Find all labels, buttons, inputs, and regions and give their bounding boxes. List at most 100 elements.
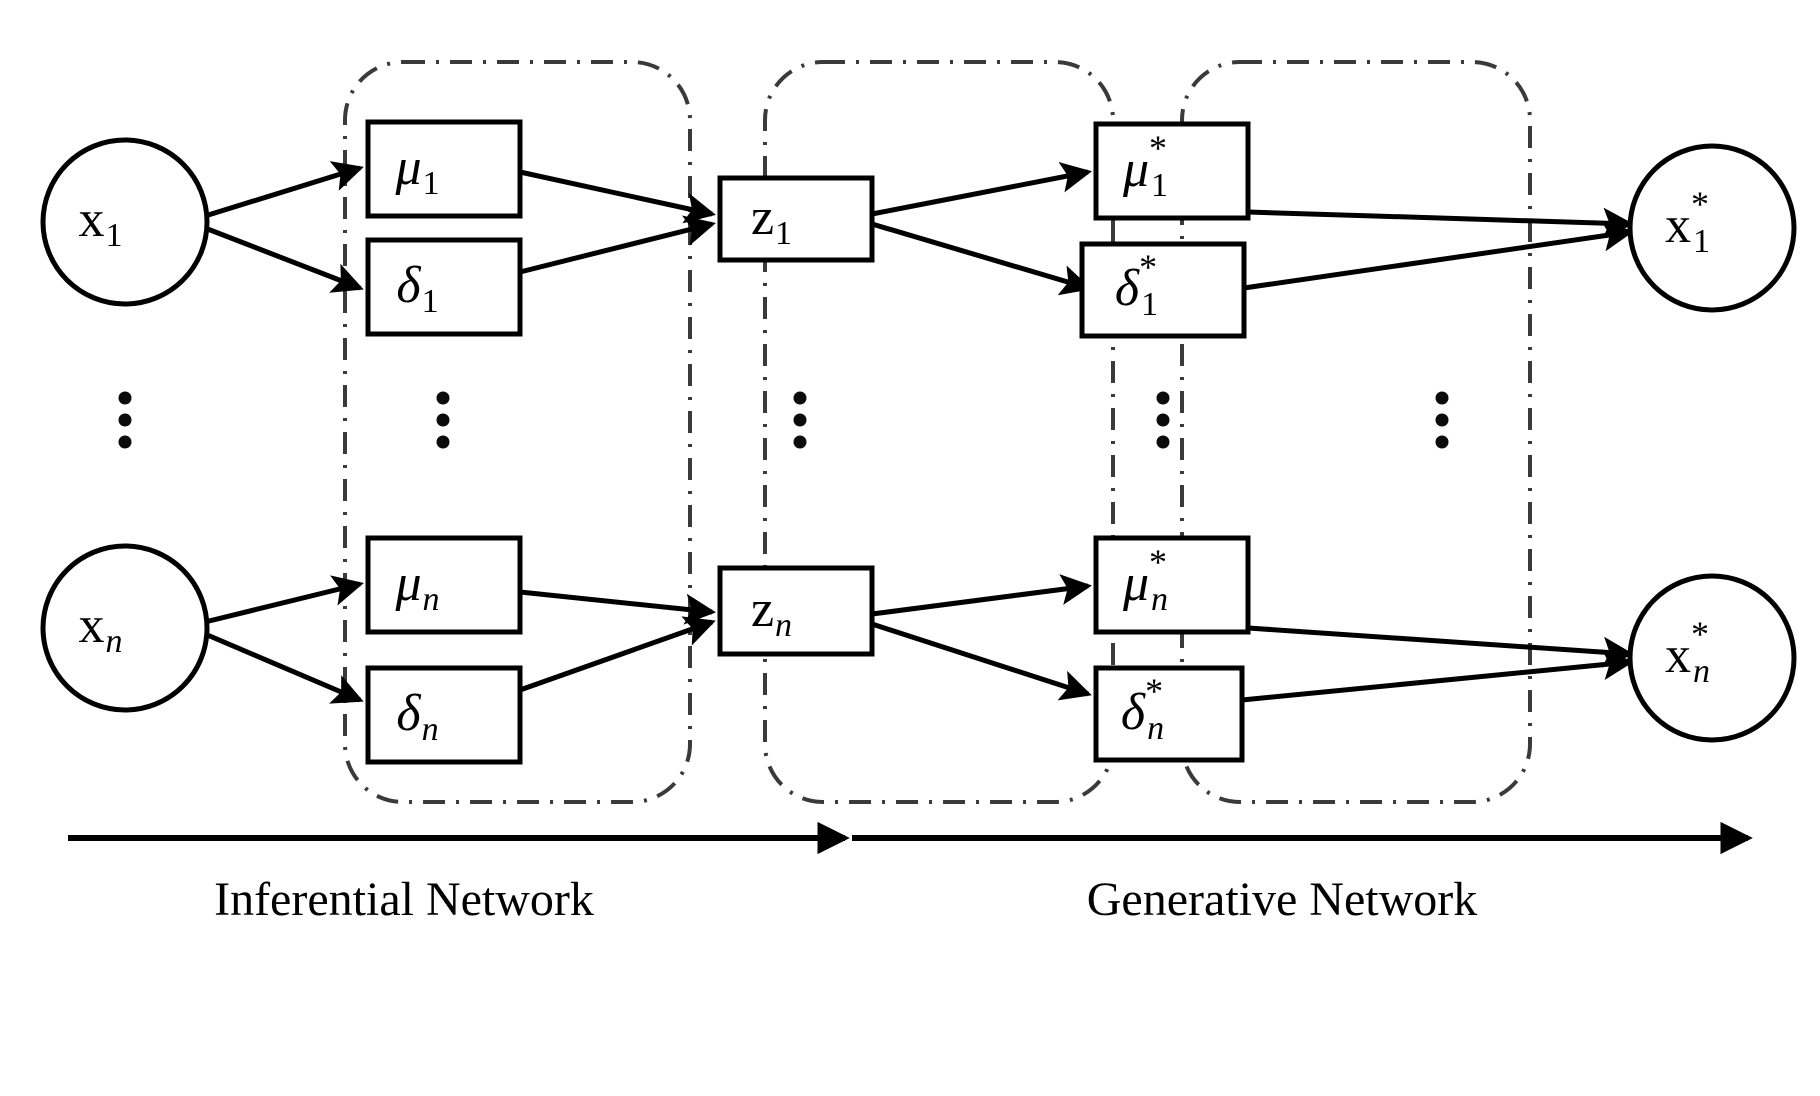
ellipsis-inputs	[118, 391, 132, 449]
svg-text:δn: δn	[396, 685, 438, 748]
edge-z1-to-deltastar1	[871, 221, 1092, 296]
input-node-n-subscript: n	[106, 623, 123, 660]
encoder-delta-n: δn	[365, 665, 523, 765]
svg-text:z1: z1	[751, 189, 792, 252]
encoder-mu-n: μn	[365, 535, 523, 635]
edge-zn-to-mustarn	[871, 574, 1092, 617]
input-node-1: x1	[40, 137, 210, 307]
output-node-n-base: x	[1665, 627, 1691, 684]
output-node-n: x*n	[1627, 573, 1797, 743]
encoder-mu-1-subscript: 1	[423, 165, 440, 202]
decoder-mu-star-1-star: *	[1149, 128, 1167, 168]
edge-delta1-to-z1	[519, 215, 716, 275]
svg-text:x*n: x*n	[1665, 614, 1710, 690]
edge-x1-to-mu1	[204, 161, 364, 219]
edge-zn-to-deltastarn	[871, 621, 1092, 701]
edge-mustar1-to-xstar1	[1247, 207, 1634, 239]
encoder-delta-1: δ1	[365, 237, 523, 337]
encoder-mu-n-base: μ	[394, 555, 421, 612]
encoder-mu-1-base: μ	[394, 139, 421, 196]
output-node-1-base: x	[1665, 197, 1691, 254]
ellipsis-layer	[118, 391, 1449, 449]
svg-text:μ1: μ1	[394, 139, 439, 202]
decoder-delta-star-1-subscript: 1	[1141, 286, 1158, 323]
decoder-delta-star-n-subscript: n	[1147, 710, 1164, 747]
decoder-delta-star-1-base: δ	[1115, 260, 1140, 317]
latent-z-n-base: z	[751, 581, 774, 638]
decoder-delta-star-1: δ*1	[1079, 241, 1247, 339]
encoder-delta-1-base: δ	[396, 257, 421, 314]
decoder-delta-star-n-label: δ*n	[1121, 671, 1164, 747]
encoder-delta-n-label: δn	[396, 685, 438, 748]
svg-text:x*1: x*1	[1665, 184, 1710, 260]
decoder-mu-star-1-base: μ	[1122, 141, 1149, 198]
svg-text:μ*n: μ*n	[1122, 542, 1168, 618]
encoder-delta-1-label: δ1	[396, 257, 438, 320]
inferential-parameters-group	[343, 60, 692, 804]
generative-parameters-group	[1180, 60, 1532, 804]
output-node-1-subscript: 1	[1693, 223, 1710, 260]
svg-text:μn: μn	[394, 555, 439, 618]
encoder-delta-n-base: δ	[396, 685, 421, 742]
edge-xn-to-deltan	[204, 631, 364, 704]
edge-x1-to-delta1	[204, 225, 364, 293]
latent-z-n-subscript: n	[775, 607, 792, 644]
decoder-mu-star-1-label: μ*1	[1122, 128, 1168, 204]
generative-network-label: Generative Network	[1087, 873, 1478, 926]
edge-xn-to-mun	[204, 575, 364, 625]
decoder-delta-star-n: δ*n	[1093, 665, 1245, 763]
output-node-1-label: x*1	[1665, 184, 1710, 260]
decoder-mu-star-n-base: μ	[1122, 555, 1149, 612]
input-node-1-base: x	[79, 191, 105, 248]
output-node-n-label: x*n	[1665, 614, 1710, 690]
edge-mustarn-to-xstarn	[1247, 625, 1634, 668]
decoder-delta-star-n-star: *	[1145, 671, 1163, 711]
decoder-mu-star-n-subscript: n	[1151, 581, 1168, 618]
edge-mu1-to-z1	[519, 169, 716, 224]
ellipsis-outputs	[1435, 391, 1449, 449]
decoder-mu-star-1-subscript: 1	[1151, 167, 1168, 204]
ellipsis-encoder	[436, 391, 450, 449]
group-box-layer	[343, 60, 1532, 804]
ellipsis-latent	[793, 391, 807, 449]
svg-text:μ*1: μ*1	[1122, 128, 1168, 204]
latent-z-1-subscript: 1	[775, 215, 792, 252]
svg-text:x1: x1	[79, 191, 123, 254]
input-node-n-base: x	[79, 597, 105, 654]
svg-text:δ1: δ1	[396, 257, 438, 320]
decoder-mu-star-n-star: *	[1149, 542, 1167, 582]
latent-z-1-label: z1	[751, 189, 792, 252]
encoder-delta-n-subscript: n	[422, 711, 439, 748]
svg-text:δ*1: δ*1	[1115, 247, 1158, 323]
latent-z-1: z1	[717, 175, 875, 263]
edge-z1-to-mustar1	[871, 161, 1092, 217]
edge-deltastarn-to-xstarn	[1241, 649, 1634, 703]
input-node-n: xn	[40, 543, 210, 713]
ellipsis-decoder	[1156, 391, 1170, 449]
svg-text:zn: zn	[751, 581, 792, 644]
inferential-network-label: Inferential Network	[214, 873, 594, 926]
decoder-delta-star-1-label: δ*1	[1115, 247, 1158, 323]
latent-z-n-label: zn	[751, 581, 792, 644]
output-node-n-star: *	[1691, 614, 1709, 654]
latent-z-1-base: z	[751, 189, 774, 246]
section-label-layer: Inferential Network Generative Network	[214, 873, 1477, 926]
output-node-n-subscript: n	[1693, 653, 1710, 690]
decoder-delta-star-1-star: *	[1139, 247, 1157, 287]
encoder-mu-n-subscript: n	[423, 581, 440, 618]
encoder-delta-1-subscript: 1	[422, 283, 439, 320]
encoder-mu-1: μ1	[365, 119, 523, 219]
decoder-delta-star-n-base: δ	[1121, 684, 1146, 741]
edge-deltastar1-to-xstar1	[1243, 220, 1634, 291]
encoder-mu-n-label: μn	[394, 555, 439, 618]
decoder-mu-star-n-label: μ*n	[1122, 542, 1168, 618]
edge-deltan-to-zn	[519, 616, 716, 693]
input-node-1-label: x1	[79, 191, 123, 254]
output-node-1: x*1	[1627, 143, 1797, 313]
encoder-mu-1-label: μ1	[394, 139, 439, 202]
svg-text:δ*n: δ*n	[1121, 671, 1164, 747]
svg-text:xn: xn	[79, 597, 123, 660]
decoder-mu-star-n: μ*n	[1093, 535, 1251, 635]
